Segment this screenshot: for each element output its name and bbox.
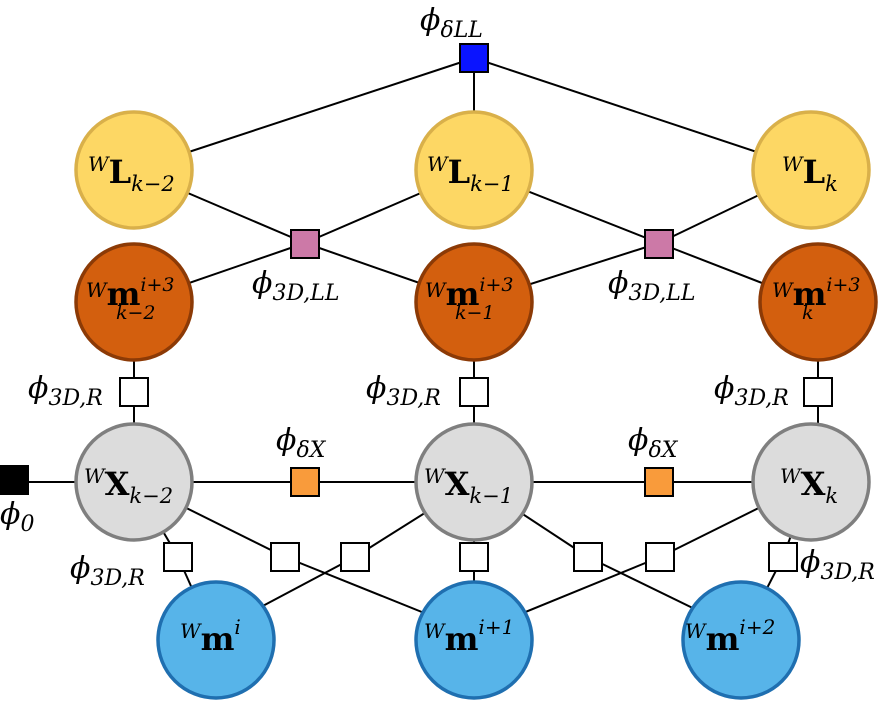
node-m-i (156, 580, 276, 700)
label-3d-r-bottom-right: ϕ3D,R (800, 545, 875, 585)
label-X-k-2: WXk−2 (84, 464, 173, 508)
factor-3d-r-b5 (573, 542, 603, 572)
label-delta-x-right: ϕδX (628, 423, 679, 463)
factor-3d-r-mid (459, 377, 489, 407)
label-L-k: WLk (782, 152, 838, 196)
label-X-k-1: WXk−1 (424, 464, 513, 508)
factor-prior (0, 465, 29, 495)
label-3d-r-bottom-left: ϕ3D,R (70, 551, 145, 591)
label-delta-ll: ϕδLL (420, 3, 483, 43)
factor-3d-r-left (119, 377, 149, 407)
factor-delta-x-left (290, 467, 320, 497)
node-m-k-1 (414, 242, 534, 362)
label-3d-r-mid: ϕ3D,R (366, 371, 441, 411)
factor-3d-ll-left (290, 229, 320, 259)
label-prior: ϕ0 (0, 497, 34, 537)
factor-3d-r-b6 (645, 542, 675, 572)
factor-3d-r-b7 (768, 542, 798, 572)
factor-3d-r-b1 (163, 542, 193, 572)
factor-delta-x-right (644, 467, 674, 497)
variable-nodes (74, 110, 878, 700)
factor-3d-ll-right (644, 229, 674, 259)
label-m-i+1: Wmi+1 (424, 615, 514, 658)
factor-delta-ll (459, 43, 489, 73)
node-X-k-2 (74, 422, 194, 542)
node-m-k-2 (74, 242, 194, 362)
label-3d-r-right: ϕ3D,R (714, 371, 789, 411)
label-X-k: WXk (780, 464, 838, 508)
node-L-k-2 (74, 110, 194, 230)
label-L-k-2: WLk−2 (88, 152, 175, 196)
node-X-k (751, 422, 871, 542)
label-3d-r-left: ϕ3D,R (28, 371, 103, 411)
node-L-k (751, 110, 871, 230)
node-L-k-1 (414, 110, 534, 230)
label-delta-x-left: ϕδX (276, 423, 327, 463)
label-m-i: Wmi (180, 615, 241, 658)
label-L-k-1: WLk−1 (427, 152, 514, 196)
factor-3d-r-b3 (340, 542, 370, 572)
label-m-i+2: Wmi+2 (685, 615, 775, 658)
node-m-i+2 (681, 580, 801, 700)
label-3d-ll-right: ϕ3D,LL (608, 266, 696, 306)
factor-3d-r-b4 (459, 542, 489, 572)
node-X-k-1 (414, 422, 534, 542)
factor-nodes (0, 43, 833, 572)
node-m-k (758, 242, 878, 362)
label-3d-ll-left: ϕ3D,LL (252, 266, 340, 306)
factor-3d-r-right (803, 377, 833, 407)
factor-3d-r-b2 (270, 542, 300, 572)
node-m-i+1 (414, 580, 534, 700)
